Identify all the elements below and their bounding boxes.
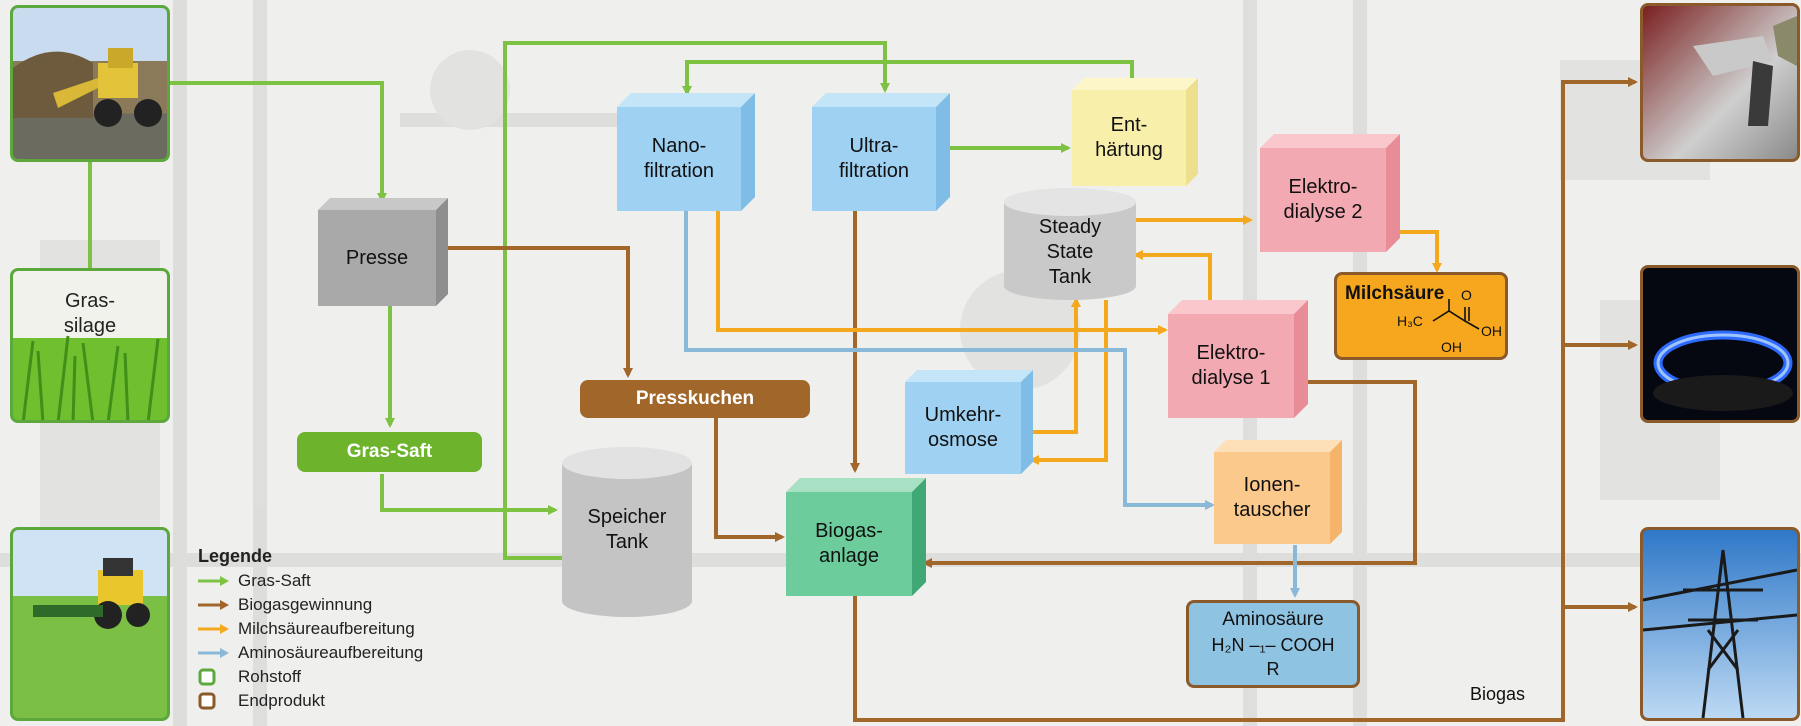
- biogasanlage-box: [786, 478, 926, 596]
- elektrodialyse2-label: Elektro- dialyse 2: [1283, 176, 1363, 223]
- ultrafiltration-box: [812, 93, 950, 211]
- biogasanlage-label: Biogas- anlage: [815, 520, 883, 567]
- flow-presskuchen-to-biogas: [714, 418, 785, 542]
- presse-label: Presse: [345, 246, 409, 269]
- umkehrosmose-label: Umkehr- osmose: [924, 404, 1002, 451]
- milchsaeure-product: Milchsäure O H₃C OH OH: [1334, 272, 1508, 360]
- legend-square-icon: [198, 692, 238, 710]
- aminosaeure-formula-line1: H₂N –₁– COOH: [1211, 635, 1335, 655]
- milch-formula-oh1: OH: [1481, 323, 1502, 339]
- legend-item: Gras-Saft: [198, 569, 423, 593]
- enthaertung-label: Ent- härtung: [1095, 114, 1163, 161]
- milch-formula-h3c: H₃C: [1397, 313, 1423, 329]
- gras-saft-badge: Gras-Saft: [297, 432, 482, 472]
- legend-arrow-icon: [198, 623, 238, 635]
- milch-formula-oh2: OH: [1441, 339, 1462, 355]
- legend-item-label: Biogasgewinnung: [238, 595, 373, 614]
- photo-gas-flame: [1640, 265, 1800, 423]
- legend-item-label: Milchsäureaufbereitung: [238, 619, 415, 638]
- silage-label: Gras- silage: [63, 289, 117, 337]
- biogas-label: Biogas: [1470, 684, 1526, 704]
- aminosaeure-formula-line2: R: [1266, 659, 1280, 679]
- ultrafiltration-label: Ultra- filtration: [838, 135, 910, 182]
- aminosaeure-name: Aminosäure: [1222, 609, 1324, 630]
- legend-item: Biogasgewinnung: [198, 593, 423, 617]
- flow-grassaft-to-speicher: [380, 474, 558, 515]
- flow-enthaertung-to-nano: [682, 60, 1134, 96]
- legend-arrow-icon: [198, 647, 238, 659]
- steady-state-tank-label: Steady State Tank: [1038, 216, 1102, 288]
- presse-box: [318, 198, 448, 306]
- power-pylon-icon: [1643, 549, 1797, 718]
- legend-item-label: Aminosäureaufbereitung: [238, 643, 424, 662]
- flow-elektro2-to-milch: [1398, 230, 1442, 273]
- photo-tractor-mowing: [10, 527, 170, 721]
- legend-item: Aminosäureaufbereitung: [198, 641, 423, 665]
- flow-speicher-to-ultra: [503, 41, 890, 560]
- nanofiltration-label: Nano- filtration: [643, 135, 715, 182]
- milchsaeure-name: Milchsäure: [1345, 283, 1445, 304]
- nanofiltration-box: [617, 93, 755, 211]
- flow-presse-to-presskuchen: [445, 246, 633, 378]
- tractor-icon: [33, 558, 150, 629]
- flow-nano-to-ionen: [684, 210, 1215, 510]
- photo-wheel-loader-silage: [10, 5, 170, 162]
- steady-state-tank: [1004, 188, 1136, 300]
- flow-steady-to-umkehr: [1029, 300, 1108, 465]
- flow-nano-to-elektro1: [716, 210, 1168, 335]
- grass-icon: [21, 335, 160, 420]
- enthaertung-box: [1072, 78, 1198, 186]
- flow-umkehr-to-steady: [1030, 297, 1081, 434]
- legend-item: Endprodukt: [198, 689, 423, 713]
- wheel-loader-icon: [13, 48, 162, 127]
- presskuchen-badge: Presskuchen: [580, 380, 810, 418]
- ionentauscher-box: [1214, 440, 1342, 544]
- photo-grass-silage: Gras- silage: [10, 268, 170, 423]
- legend-arrow-icon: [198, 599, 238, 611]
- elektrodialyse2-box: [1260, 134, 1400, 252]
- elektrodialyse1-box: [1168, 300, 1308, 418]
- flow-elektro1-to-biogas: [922, 380, 1417, 568]
- legend-item-label: Gras-Saft: [238, 571, 311, 590]
- flow-photo-to-presse: [170, 81, 387, 203]
- legend-title: Legende: [198, 546, 273, 566]
- lactic-acid-structure-icon: [1432, 299, 1480, 330]
- speicher-tank: [562, 447, 692, 617]
- aminosaeure-product: Aminosäure H₂N –₁– COOH R: [1186, 600, 1360, 688]
- elektrodialyse1-label: Elektro- dialyse 1: [1191, 342, 1271, 389]
- legend-item-label: Endprodukt: [238, 691, 325, 710]
- gas-flame-icon: [1653, 330, 1793, 411]
- milch-formula-o: O: [1461, 287, 1472, 303]
- speicher-tank-label: Speicher Tank: [587, 506, 667, 553]
- legend-item: Rohstoff: [198, 665, 423, 689]
- legend-item: Milchsäureaufbereitung: [198, 617, 423, 641]
- ionentauscher-label: Ionen- tauscher: [1233, 474, 1311, 521]
- fuel-nozzle-icon: [1693, 16, 1797, 126]
- legend-arrow-icon: [198, 575, 238, 587]
- legend-square-icon: [198, 668, 238, 686]
- photo-fuel-pump: [1640, 3, 1800, 162]
- flow-elektro1-to-steady: [1133, 250, 1212, 300]
- photo-power-line: [1640, 527, 1800, 721]
- flow-biogas-to-products: [853, 77, 1638, 722]
- umkehrosmose-box: [905, 370, 1033, 474]
- legend-item-label: Rohstoff: [238, 667, 302, 686]
